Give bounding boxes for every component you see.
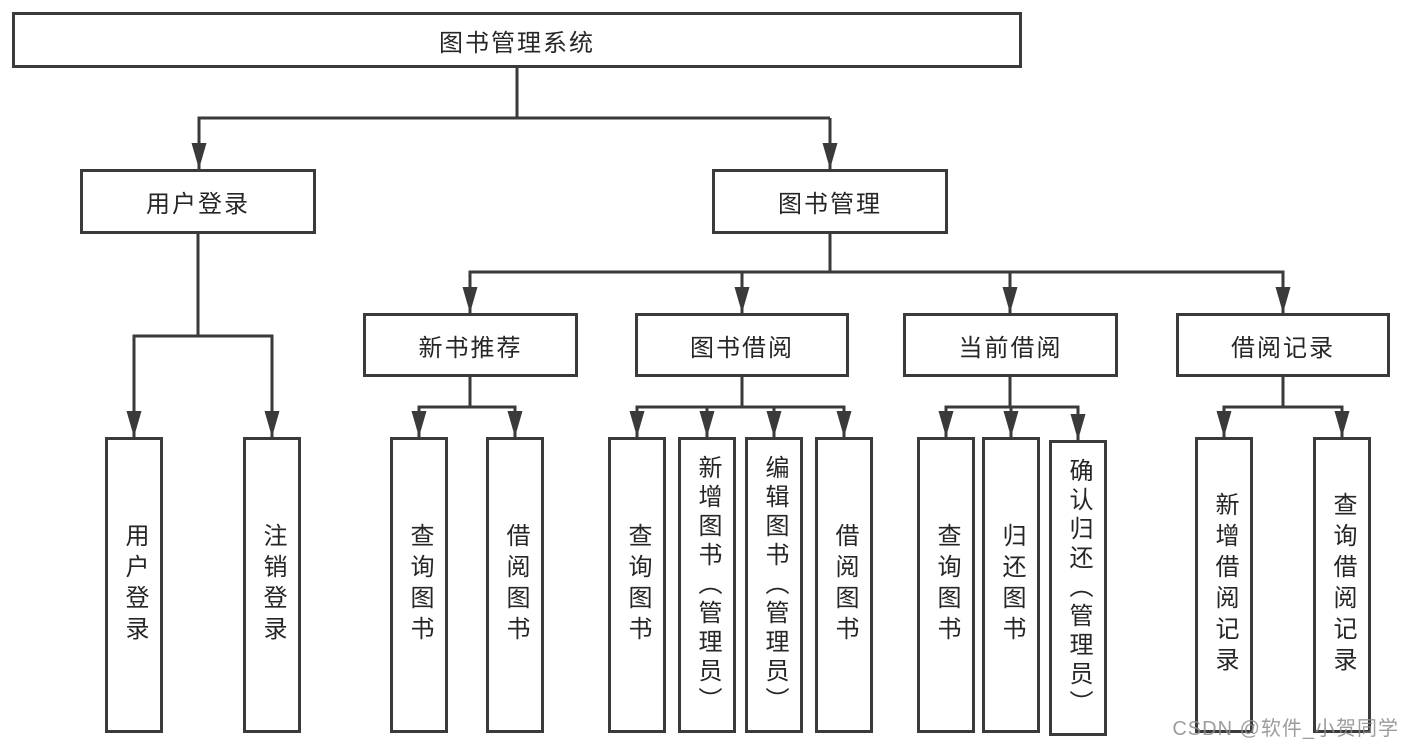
connector-borrow-branch (629, 377, 852, 437)
leaf-recommend-borrow-books: 借阅图书 (486, 437, 544, 733)
node-library-management-system: 图书管理系统 (12, 12, 1022, 68)
connector-current-branch (938, 377, 1086, 440)
leaf-borrow-books: 借阅图书 (815, 437, 873, 733)
leaf-recommend-query-books: 查询图书 (390, 437, 448, 733)
connector-book-management-branch (462, 234, 1291, 313)
leaf-add-books-admin: 新增图书（管理员） (678, 437, 736, 733)
leaf-user-login: 用户登录 (105, 437, 163, 733)
leaf-borrow-query-books: 查询图书 (608, 437, 666, 733)
node-user-login: 用户登录 (80, 169, 316, 234)
leaf-current-query-books: 查询图书 (917, 437, 975, 733)
leaf-edit-books-admin: 编辑图书（管理员） (745, 437, 803, 733)
connector-root-branch (191, 68, 838, 169)
leaf-return-books: 归还图书 (982, 437, 1040, 733)
node-book-management: 图书管理 (712, 169, 948, 234)
leaf-confirm-return-admin: 确认归还（管理员） (1049, 440, 1107, 736)
node-current-borrow: 当前借阅 (903, 313, 1118, 377)
node-borrow-record: 借阅记录 (1176, 313, 1390, 377)
node-new-book-recommend: 新书推荐 (363, 313, 578, 377)
connector-recommend-branch (411, 377, 523, 437)
leaf-query-borrow-record: 查询借阅记录 (1313, 437, 1371, 733)
connector-user-login-branch (126, 234, 280, 437)
connector-record-branch (1216, 377, 1350, 437)
leaf-add-borrow-record: 新增借阅记录 (1195, 437, 1253, 733)
node-book-borrow: 图书借阅 (635, 313, 849, 377)
leaf-logout: 注销登录 (243, 437, 301, 733)
